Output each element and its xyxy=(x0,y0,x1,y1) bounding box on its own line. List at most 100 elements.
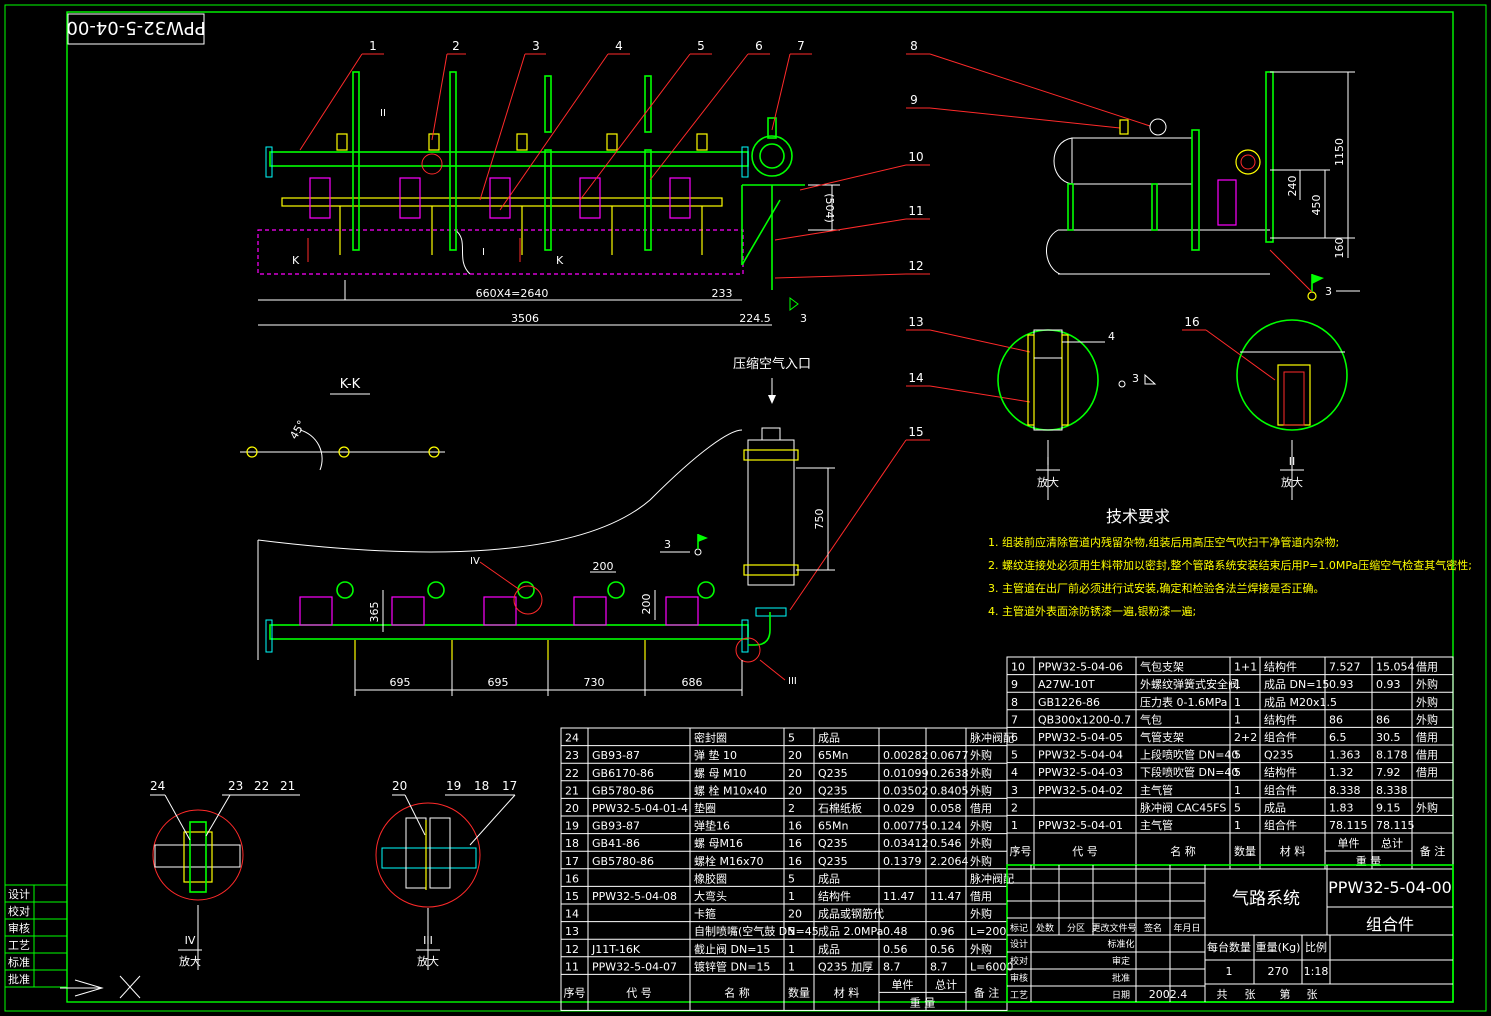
bom-left-cell: 5 xyxy=(788,925,795,938)
tech-title: 技术要求 xyxy=(1106,507,1170,526)
bom-left-cell: 借用 xyxy=(970,802,992,815)
bom-left-cell: 弹 垫 10 xyxy=(694,748,737,762)
bom-left-cell: 20 xyxy=(788,767,802,780)
bom-right-cell: 气管支架 xyxy=(1140,730,1184,744)
detail-1-scale: 放大 xyxy=(1037,475,1059,489)
bom-left-cell: 截止阀 DN=15 xyxy=(694,942,770,956)
leader-lines: 1 2 3 4 5 6 7 8 9 10 11 12 13 14 15 16 xyxy=(299,39,1276,611)
bom-right-header: 备 注 xyxy=(1420,844,1446,858)
bom-right-cell: 9.15 xyxy=(1376,801,1401,814)
bom-left-cell: 15 xyxy=(565,890,579,903)
detail-3-leader-17: 17 xyxy=(502,779,517,793)
bom-right-cell: 成品 M20x1.5 xyxy=(1264,696,1337,709)
bom-left-cell: 外购 xyxy=(970,836,992,850)
bom-left-cell: GB93-87 xyxy=(592,820,640,833)
leader-11: 11 xyxy=(908,204,923,218)
section-kk-title: K-K xyxy=(340,377,361,392)
bom-left-cell: 0.2638 xyxy=(930,767,969,780)
bom-left-header: 序号 xyxy=(564,985,586,999)
title-role-verify: 审定 xyxy=(1112,955,1130,967)
stamp-design: 设计 xyxy=(8,888,30,901)
bom-left-cell: 成品 xyxy=(818,872,840,885)
dim-730: 730 xyxy=(584,676,605,689)
surface-mark-3c: 3 xyxy=(1132,372,1139,385)
title-name: 气路系统 xyxy=(1232,889,1300,909)
detail-3-leader-18: 18 xyxy=(474,779,489,793)
bom-left-cell: 螺 栓 M10x40 xyxy=(694,783,767,797)
bom-right-cell: 5 xyxy=(1234,801,1241,814)
leader-5: 5 xyxy=(697,39,705,53)
bom-right-cell: 6.5 xyxy=(1329,731,1347,744)
bom-left-cell: 5 xyxy=(788,732,795,745)
bom-left-cell: 橡胶圈 xyxy=(694,871,727,885)
surface-mark-3b: 3 xyxy=(1325,285,1332,298)
leader-8: 8 xyxy=(910,39,918,53)
bom-right-cell: 5 xyxy=(1234,749,1241,762)
title-head-mark: 标记 xyxy=(1010,922,1028,934)
bom-right-cell: 主气管 xyxy=(1140,818,1173,832)
detail-ref-1: I xyxy=(482,247,485,258)
technical-requirements: 技术要求 1. 组装前应清除管道内残留杂物,组装后用高压空气吹扫干净管道内杂物;… xyxy=(988,507,1472,618)
title-head-change: 更改文件号 xyxy=(1091,922,1136,934)
leader-2: 2 xyxy=(452,39,460,53)
dim-224-5: 224.5 xyxy=(739,312,771,325)
bom-left-cell: 成品 xyxy=(818,732,840,745)
bom-left-cell: PPW32-5-04-01-4 xyxy=(592,802,688,815)
bom-right-cell: 3 xyxy=(1011,784,1018,797)
stamp-standard: 标准 xyxy=(8,955,30,969)
bom-right-cell: 4 xyxy=(1011,766,1018,779)
bom-right-cell: 成品 DN=15 xyxy=(1264,678,1329,691)
bom-left-cell: J11T-16K xyxy=(591,943,641,956)
detail-4-scale: 放大 xyxy=(179,954,201,968)
bom-right-cell: 上段喷吹管 DN=40 xyxy=(1140,748,1238,762)
bom-left-cell: 0.00282 xyxy=(883,749,929,762)
bom-right-cell: QB300x1200-0.7 xyxy=(1038,713,1131,726)
bom-right-cell: 86 xyxy=(1329,713,1343,726)
bom-left-cell: 0.8405 xyxy=(930,784,969,797)
title-role-review: 审核 xyxy=(1010,972,1028,984)
title-head-count: 处数 xyxy=(1036,922,1054,934)
bom-right-cell: 组合件 xyxy=(1264,730,1297,744)
detail-3: 20 19 18 17 III 放大 xyxy=(375,779,517,970)
dim-240: 240 xyxy=(1286,176,1299,197)
bom-right-cell: PPW32-5-04-01 xyxy=(1038,819,1123,832)
title-type: 组合件 xyxy=(1366,915,1414,934)
bom-right-cell: 1 xyxy=(1234,696,1241,709)
dim-365: 365 xyxy=(368,602,381,623)
bom-left-cell: 1 xyxy=(788,890,795,903)
title-block: 气路系统 PPW32-5-04-00 组合件 标记 处数 分区 更改文件号 签名… xyxy=(1006,864,1454,1003)
bom-left-cell: GB41-86 xyxy=(592,837,640,850)
bom-left-cell: 0.124 xyxy=(930,820,962,833)
bom-right-cell: 78.115 xyxy=(1376,819,1415,832)
dim-1150: 1150 xyxy=(1333,138,1346,166)
bom-left-cell: 螺 母M16 xyxy=(694,837,743,850)
leader-15: 15 xyxy=(908,425,923,439)
bom-left-cell: 19 xyxy=(565,820,579,833)
dim-695-a: 695 xyxy=(390,676,411,689)
bom-right-cell: 结构件 xyxy=(1264,660,1297,674)
bom-left-cell: 密封圈 xyxy=(694,731,727,745)
rotated-drawing-number: PPW32-5-04-00 xyxy=(66,17,205,38)
stamp-approve: 批准 xyxy=(8,972,30,986)
bom-left-cell: 脉冲阀配 xyxy=(970,871,1014,885)
title-role-standard: 标准化 xyxy=(1107,938,1134,950)
bom-left-cell: 0.56 xyxy=(883,943,908,956)
bom-right-cell: 外购 xyxy=(1416,712,1438,726)
bom-left-cell: 大弯头 xyxy=(694,889,727,903)
bom-left-cell: 螺 母 M10 xyxy=(694,767,746,780)
bom-left-cell: 8.7 xyxy=(930,960,948,973)
title-head-date: 年月日 xyxy=(1173,922,1200,934)
bom-right-cell: PPW32-5-04-06 xyxy=(1038,661,1123,674)
bom-right-cell: 1+1 xyxy=(1234,661,1257,674)
bom-left-cell: 垫圈 xyxy=(694,801,716,815)
bom-left-cell: 0.1379 xyxy=(883,855,922,868)
bom-left-cell: 20 xyxy=(788,749,802,762)
bom-right-cell: 气包支架 xyxy=(1140,660,1184,674)
bom-left-cell: 20 xyxy=(788,908,802,921)
title-meta-scale: 1:18 xyxy=(1304,965,1329,978)
detail-2-scale: 放大 xyxy=(1281,475,1303,489)
bom-right-cell: 2 xyxy=(1011,801,1018,814)
bom-left-cell: 外购 xyxy=(970,766,992,780)
